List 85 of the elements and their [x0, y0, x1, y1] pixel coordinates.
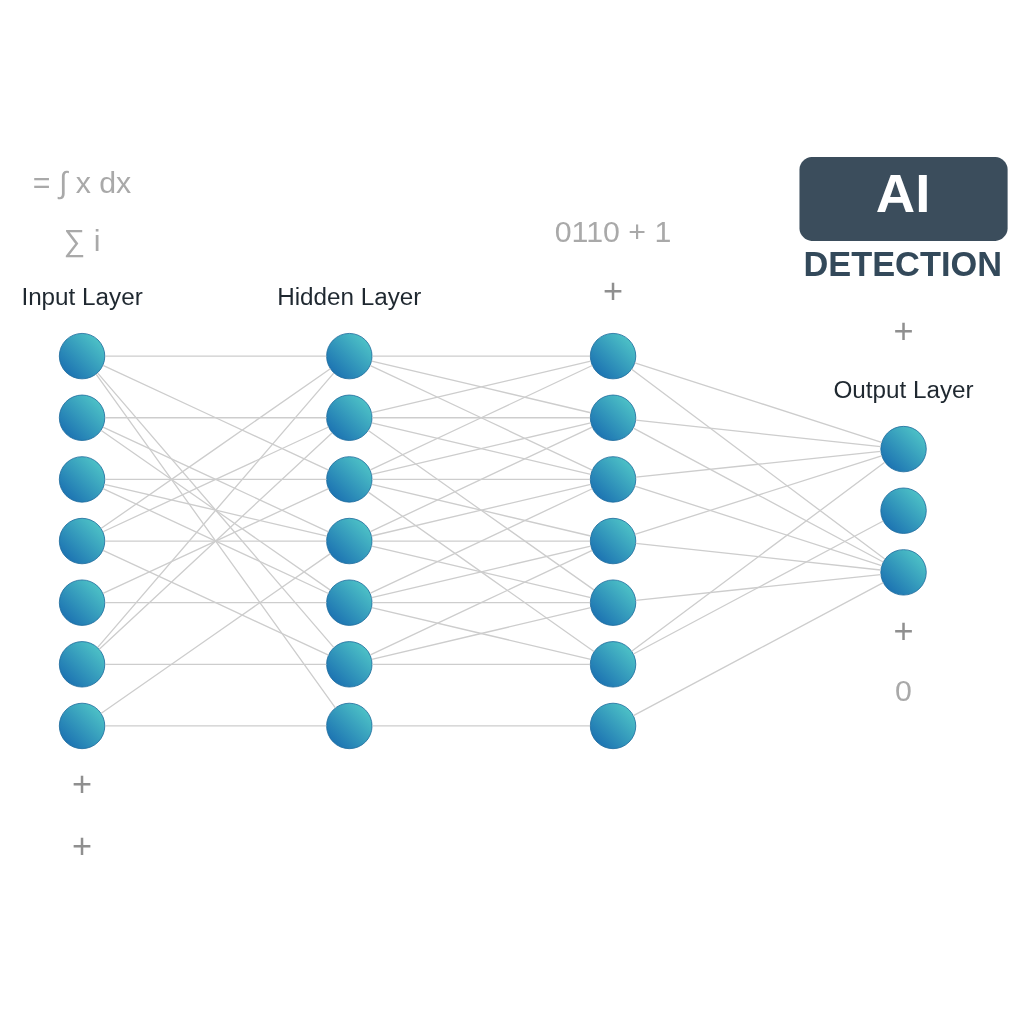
label: +: [893, 311, 914, 350]
node-circle: [326, 517, 373, 564]
connector: [631, 368, 886, 560]
label: ∑ i: [63, 223, 101, 257]
connector: [369, 487, 593, 594]
node-label: DETECTION: [803, 244, 1002, 283]
label: 0110 + 1: [554, 214, 672, 248]
connector: [371, 483, 592, 537]
connector: [98, 431, 333, 650]
node-circle: [58, 702, 106, 749]
connector: [104, 416, 328, 418]
node-circle: [589, 579, 637, 626]
node-circle: [58, 455, 106, 503]
connector: [371, 606, 592, 660]
node-circle: [589, 394, 637, 441]
label: Input Layer: [21, 282, 143, 310]
label: Hidden Layer: [277, 282, 422, 310]
connector: [367, 490, 595, 652]
connector: [632, 519, 884, 655]
connector: [104, 355, 328, 357]
connector: [371, 539, 591, 542]
node-circle: [326, 702, 373, 749]
connector: [104, 478, 328, 480]
node-circle: [326, 332, 373, 379]
connector: [104, 539, 328, 542]
connector: [100, 367, 331, 529]
connector: [369, 425, 593, 532]
node-circle: [880, 548, 927, 595]
connector: [631, 461, 886, 652]
label: = ∫ x dx: [32, 165, 132, 199]
connector: [371, 544, 592, 598]
node-circle: [589, 640, 637, 687]
connector: [635, 450, 882, 478]
connector: [634, 361, 883, 443]
node-circle: [880, 425, 927, 472]
connector: [369, 364, 593, 471]
connector: [371, 724, 591, 727]
label: +: [72, 826, 93, 865]
label: +: [893, 611, 914, 650]
node-circle: [326, 640, 373, 687]
connector: [367, 429, 595, 591]
node-circle: [589, 517, 637, 564]
connector: [369, 549, 593, 655]
node-box: AI: [799, 156, 1008, 241]
node-circle: [58, 394, 106, 441]
node-circle: [880, 487, 927, 534]
connector: [371, 478, 591, 480]
connector: [95, 373, 337, 709]
connector: [103, 483, 328, 537]
node-circle: [326, 455, 373, 503]
connector: [100, 552, 331, 714]
node-circle: [58, 517, 106, 564]
connector: [100, 429, 331, 591]
label: +: [603, 271, 624, 310]
connector: [632, 427, 884, 563]
node-circle: [326, 579, 373, 626]
connector: [635, 573, 882, 601]
connector: [635, 418, 882, 447]
connector: [371, 601, 591, 603]
label: +: [72, 764, 93, 803]
node-circle: [589, 455, 637, 503]
label: Output Layer: [833, 375, 974, 403]
node-circle: [58, 579, 106, 626]
connector: [371, 421, 592, 475]
node-circle: [589, 332, 637, 379]
connector: [371, 416, 591, 418]
connector: [371, 663, 591, 665]
label: 0: [895, 673, 912, 707]
connector: [634, 454, 883, 535]
node-circle: [58, 640, 106, 687]
connector: [634, 484, 883, 566]
connector: [104, 663, 328, 665]
node-circle: [589, 702, 637, 749]
node-circle: [326, 394, 373, 441]
connector: [104, 601, 328, 603]
connector: [371, 360, 592, 413]
node-circle: [58, 332, 106, 379]
connector: [371, 355, 591, 357]
connector: [102, 549, 330, 656]
connector: [102, 487, 330, 594]
connector: [632, 581, 884, 716]
connector: [102, 425, 330, 532]
connector: [635, 542, 882, 571]
connector: [102, 364, 330, 471]
connector: [104, 724, 328, 727]
